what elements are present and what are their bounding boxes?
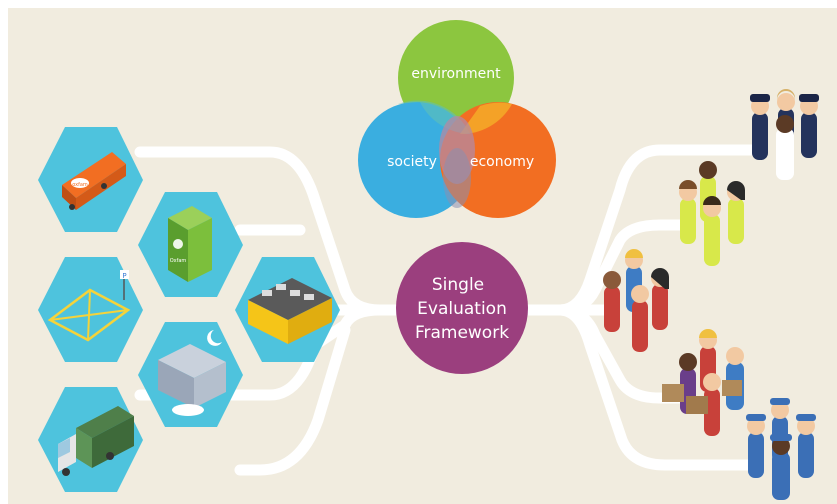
box-carriers-group xyxy=(662,329,744,436)
high-vis-workers-group xyxy=(679,161,745,266)
society-label: society xyxy=(387,154,437,170)
economy-label: economy xyxy=(470,154,534,170)
asset-hexagons: oxfam Oxfam P xyxy=(38,127,340,492)
green-donation-bank-icon: Oxfam xyxy=(168,206,212,282)
uniformed-staff-group xyxy=(746,398,816,500)
framework-line-1: Single xyxy=(432,275,484,295)
green-truck-icon xyxy=(58,406,134,476)
hex-parking xyxy=(38,257,143,362)
left-border xyxy=(0,0,8,504)
framework-line-2: Evaluation xyxy=(417,299,507,319)
shop-volunteers-group xyxy=(603,249,669,352)
warehouse-building-icon xyxy=(248,278,332,344)
framework-line-3: Framework xyxy=(415,323,509,343)
single-evaluation-framework: Single Evaluation Framework xyxy=(396,242,528,374)
parking-space-icon: P xyxy=(47,270,131,342)
environment-label: environment xyxy=(411,66,501,82)
env-economy-overlap xyxy=(460,102,512,135)
framework-circle xyxy=(396,242,528,374)
venn-diagram: environment society economy xyxy=(358,20,556,218)
top-border xyxy=(0,0,837,8)
police-officers-group xyxy=(750,89,819,180)
parking-sign-text: P xyxy=(122,272,126,280)
van-brand-text: oxfam xyxy=(72,182,88,188)
society-economy-overlap xyxy=(443,148,471,208)
orange-van-icon: oxfam xyxy=(62,152,126,210)
people-groups xyxy=(603,89,819,500)
moonlit-building-icon xyxy=(158,330,226,416)
bank-brand-text: Oxfam xyxy=(170,258,187,264)
